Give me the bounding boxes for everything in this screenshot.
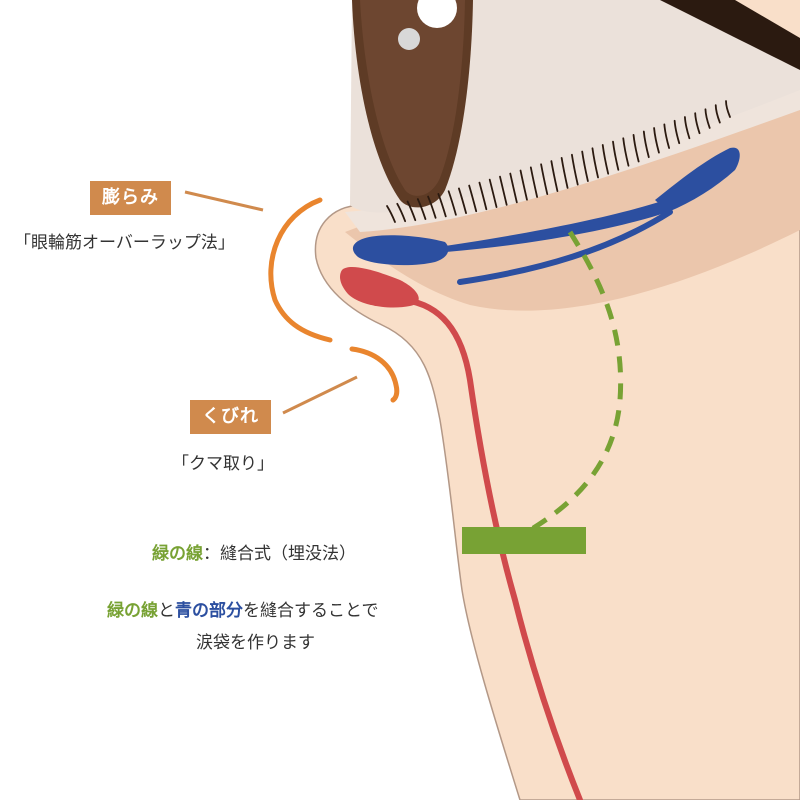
bulge-caption: 「眼輪筋オーバーラップ法」: [14, 233, 235, 253]
lash-stroke: [591, 147, 599, 179]
iris-highlight-large: [417, 0, 457, 28]
lash-stroke: [519, 169, 528, 201]
lash-stroke: [725, 100, 731, 118]
bulge-leader-line: [184, 190, 264, 212]
lower-lid-rim: [345, 75, 800, 232]
bulge-tag: 膨らみ: [90, 181, 171, 215]
explanation-and: と: [158, 601, 175, 621]
lash-stroke: [684, 116, 691, 140]
lash-stroke: [427, 195, 437, 219]
lash-stroke: [704, 108, 711, 129]
lash-stroke: [386, 205, 396, 223]
green-line-legend: 緑の線：縫合式（埋没法）: [152, 539, 356, 564]
lash-stroke: [437, 193, 447, 218]
lash-stroke: [612, 140, 620, 171]
lash-stroke: [550, 160, 559, 192]
hollow-tag: くびれ: [190, 400, 271, 434]
blue-muscle-tip: [655, 147, 740, 212]
lash-stroke: [499, 175, 508, 206]
explanation-line-2: 涙袋を作ります: [196, 633, 315, 653]
lash-stroke: [673, 119, 681, 145]
lash-stroke: [694, 112, 701, 135]
red-line: [402, 297, 583, 800]
lash-stroke: [468, 184, 478, 213]
lash-stroke: [488, 178, 498, 208]
blue-muscle-band: [445, 200, 668, 252]
lash-stroke: [560, 157, 569, 189]
hollow-caption: 「クマ取り」: [172, 454, 274, 474]
lash-stroke: [478, 181, 488, 211]
lash-stroke: [406, 200, 417, 222]
lower-lashes: [386, 100, 731, 223]
lash-stroke: [601, 144, 610, 175]
explanation-blue: 青の部分: [175, 601, 243, 621]
blue-muscle-part: [352, 235, 449, 266]
lash-stroke: [396, 202, 407, 223]
lash-stroke: [632, 134, 640, 163]
red-bag: [340, 267, 419, 308]
lash-stroke: [509, 172, 518, 204]
hollow-bracket: [349, 346, 400, 403]
lash-stroke: [622, 137, 630, 167]
lash-stroke: [447, 190, 457, 216]
lash-stroke: [642, 130, 650, 159]
iris-inner: [360, 0, 465, 196]
lash-stroke: [571, 153, 579, 186]
green-suture-bar: [462, 527, 586, 554]
explanation-green: 緑の線: [107, 601, 158, 621]
lash-stroke: [458, 187, 467, 214]
green-line-name: 緑の線: [152, 544, 203, 564]
lash-stroke: [540, 163, 549, 196]
lash-stroke: [416, 198, 427, 220]
lash-stroke: [714, 104, 721, 124]
explanation-rest: を縫合することで: [243, 601, 379, 621]
lash-stroke: [653, 127, 660, 154]
explanation-line-1: 緑の線と青の部分を縫合することで: [107, 596, 379, 621]
hollow-leader-line: [282, 375, 358, 415]
upper-eyelid-skin: [735, 0, 800, 38]
lash-stroke: [663, 123, 670, 149]
lash-stroke: [529, 166, 539, 198]
blue-muscle-lower: [457, 209, 673, 285]
bulge-bracket: [268, 197, 333, 343]
iris-highlight-small: [398, 28, 420, 50]
lash-stroke: [581, 150, 589, 182]
green-line-desc: ：縫合式（埋没法）: [203, 544, 356, 564]
